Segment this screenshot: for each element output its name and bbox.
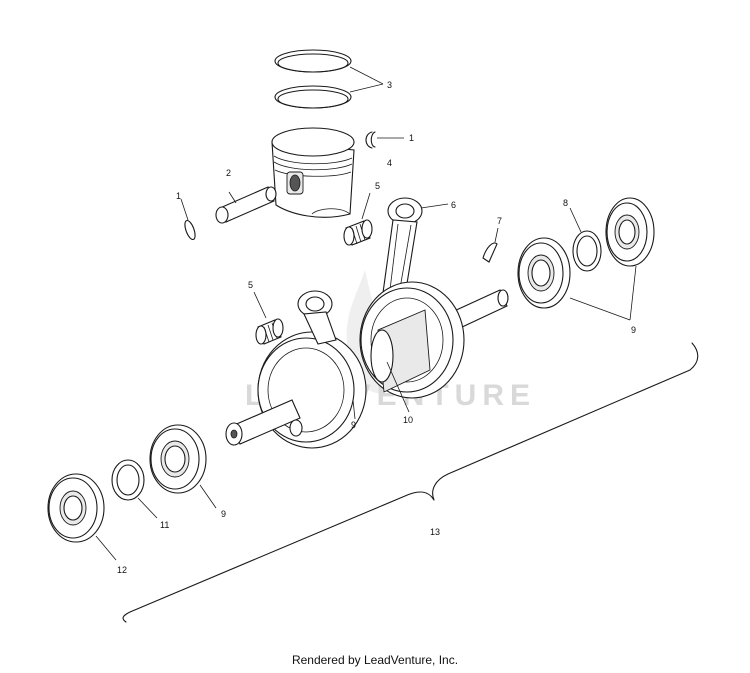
callout-3: 3 bbox=[387, 80, 392, 90]
needle-bearing-lower bbox=[253, 291, 284, 345]
assembly-bracket bbox=[122, 342, 699, 623]
callout-7: 7 bbox=[497, 216, 502, 226]
callout-11: 11 bbox=[160, 520, 169, 530]
connecting-rod-upper bbox=[381, 197, 449, 303]
bearing-right-inner bbox=[517, 237, 571, 309]
bearing-left-outer bbox=[47, 473, 117, 561]
callout-10: 10 bbox=[403, 415, 413, 425]
crankshaft bbox=[225, 281, 509, 449]
footer-credit: Rendered by LeadVenture, Inc. bbox=[291, 653, 459, 667]
callout-9: 9 bbox=[351, 420, 356, 430]
bearing-right-outer bbox=[605, 197, 655, 267]
callout-12: 12 bbox=[117, 565, 127, 575]
spacer-ring-left bbox=[111, 459, 158, 519]
spacer-ring-right bbox=[569, 207, 602, 272]
callout-labels: 3 1 4 2 1 5 6 7 8 5 9 9 10 9 11 12 13 bbox=[117, 80, 636, 575]
circlip-left bbox=[180, 198, 196, 241]
callout-5: 5 bbox=[375, 181, 380, 191]
callout-4: 4 bbox=[387, 158, 392, 168]
callout-1: 1 bbox=[176, 191, 181, 201]
callout-9: 9 bbox=[221, 509, 226, 519]
callout-2: 2 bbox=[226, 168, 231, 178]
circlip-right bbox=[365, 131, 404, 149]
bearing-left-inner bbox=[149, 424, 217, 509]
woodruff-key bbox=[482, 227, 499, 263]
needle-bearing-top bbox=[343, 192, 373, 246]
callout-6: 6 bbox=[451, 200, 456, 210]
callout-5: 5 bbox=[248, 280, 253, 290]
piston-rings bbox=[274, 49, 384, 109]
callout-9: 9 bbox=[631, 325, 636, 335]
callout-1: 1 bbox=[409, 133, 414, 143]
wrist-pin bbox=[215, 186, 277, 224]
callout-13: 13 bbox=[430, 527, 440, 537]
piston bbox=[271, 127, 355, 218]
callout-8: 8 bbox=[563, 198, 568, 208]
